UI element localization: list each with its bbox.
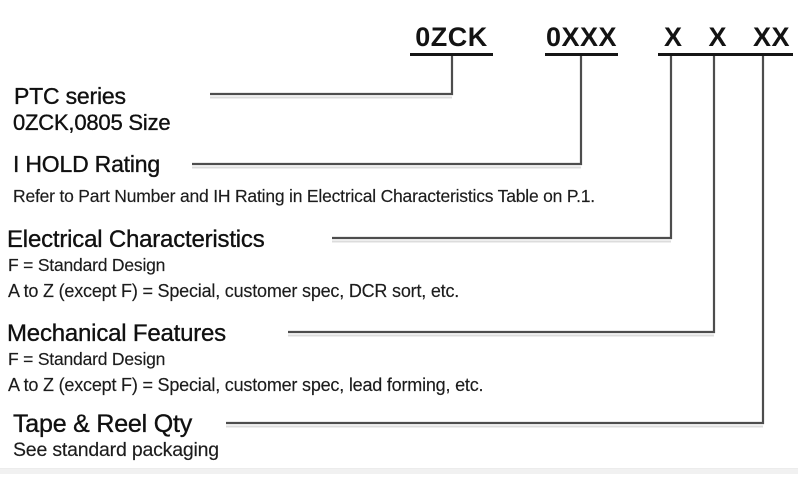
tape-reel-qty-heading: Tape & Reel Qty — [13, 410, 193, 438]
connector-ihold-rating — [192, 56, 583, 166]
part-segment-tape-reel: XX — [752, 22, 790, 52]
connector-tape-reel — [226, 56, 765, 425]
mechanical-standard-design-note: F = Standard Design — [8, 349, 166, 369]
mechanical-features-heading: Mechanical Features — [7, 320, 227, 347]
electrical-characteristics-heading: Electrical Characteristics — [7, 226, 265, 253]
part-segment-electrical: X — [664, 22, 683, 52]
part-segment-ihold: 0XXX — [545, 24, 618, 56]
connector-electrical — [332, 56, 673, 240]
electrical-standard-design-note: F = Standard Design — [8, 255, 166, 275]
electrical-special-note: A to Z (except F) = Special, customer sp… — [8, 281, 460, 301]
tape-reel-packaging-note: See standard packaging — [13, 439, 219, 461]
ptc-series-heading: PTC series — [14, 83, 126, 109]
part-segment-series: 0ZCK — [410, 24, 493, 56]
part-segment-suffix-group: X X XX — [658, 24, 793, 56]
mechanical-special-note: A to Z (except F) = Special, customer sp… — [8, 375, 484, 395]
ihold-rating-heading: I HOLD Rating — [13, 151, 161, 177]
ihold-rating-note: Refer to Part Number and IH Rating in El… — [13, 186, 595, 206]
connector-ptc-series — [210, 56, 454, 96]
part-segment-mechanical: X — [708, 22, 727, 52]
scan-artifact-bar — [0, 468, 798, 474]
ptc-series-size-note: 0ZCK,0805 Size — [13, 110, 171, 135]
